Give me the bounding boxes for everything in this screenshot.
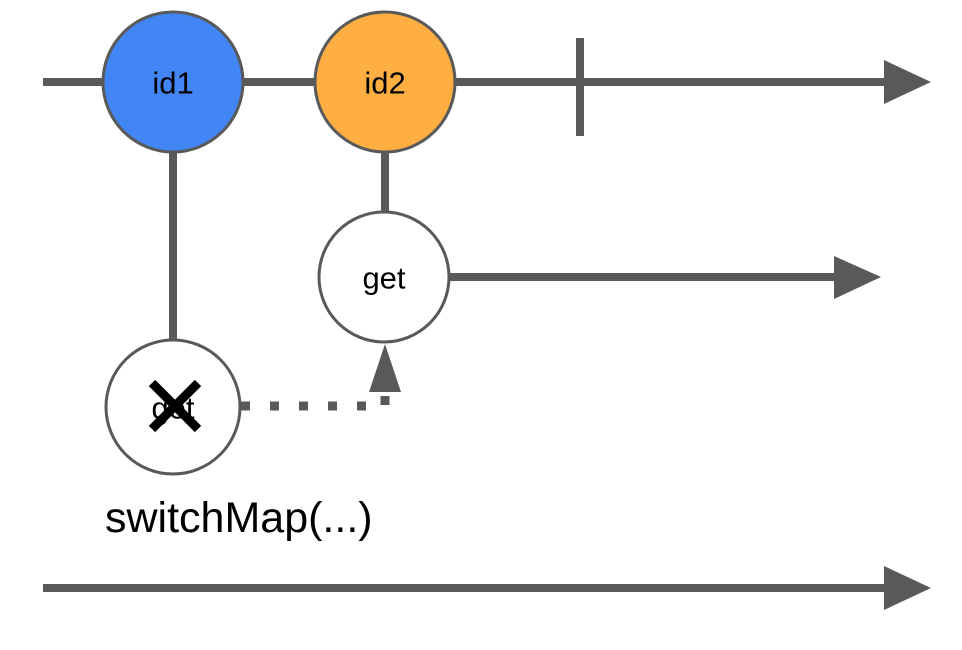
output-observable-stream — [43, 566, 931, 610]
marble-id1[interactable]: id1 — [101, 10, 245, 154]
marble-id1-circle[interactable] — [101, 10, 245, 154]
marble-id2-label: id2 — [364, 66, 405, 101]
cancellation-cross-icon — [148, 379, 202, 433]
marble-get-active[interactable]: get — [317, 210, 451, 344]
switch-dotted-path — [241, 392, 390, 411]
marble-id1-label: id1 — [152, 66, 193, 101]
marble-id2-circle[interactable] — [313, 10, 457, 154]
inner-observable-stream — [445, 256, 881, 299]
marble-get-cancelled[interactable]: get — [104, 338, 242, 476]
operator-label: switchMap(...) — [105, 494, 373, 542]
marble-get-active-circle[interactable] — [317, 210, 451, 344]
marble-get-active-label: get — [362, 261, 405, 296]
switch-arrowhead — [369, 344, 401, 392]
switch-dotted-arrow — [241, 344, 401, 411]
marble-id2[interactable]: id2 — [313, 10, 457, 154]
output-stream-arrowhead — [884, 566, 931, 610]
source-stream-arrowhead — [884, 60, 931, 104]
marble-connectors — [169, 148, 389, 342]
inner-stream-arrowhead — [834, 256, 881, 299]
